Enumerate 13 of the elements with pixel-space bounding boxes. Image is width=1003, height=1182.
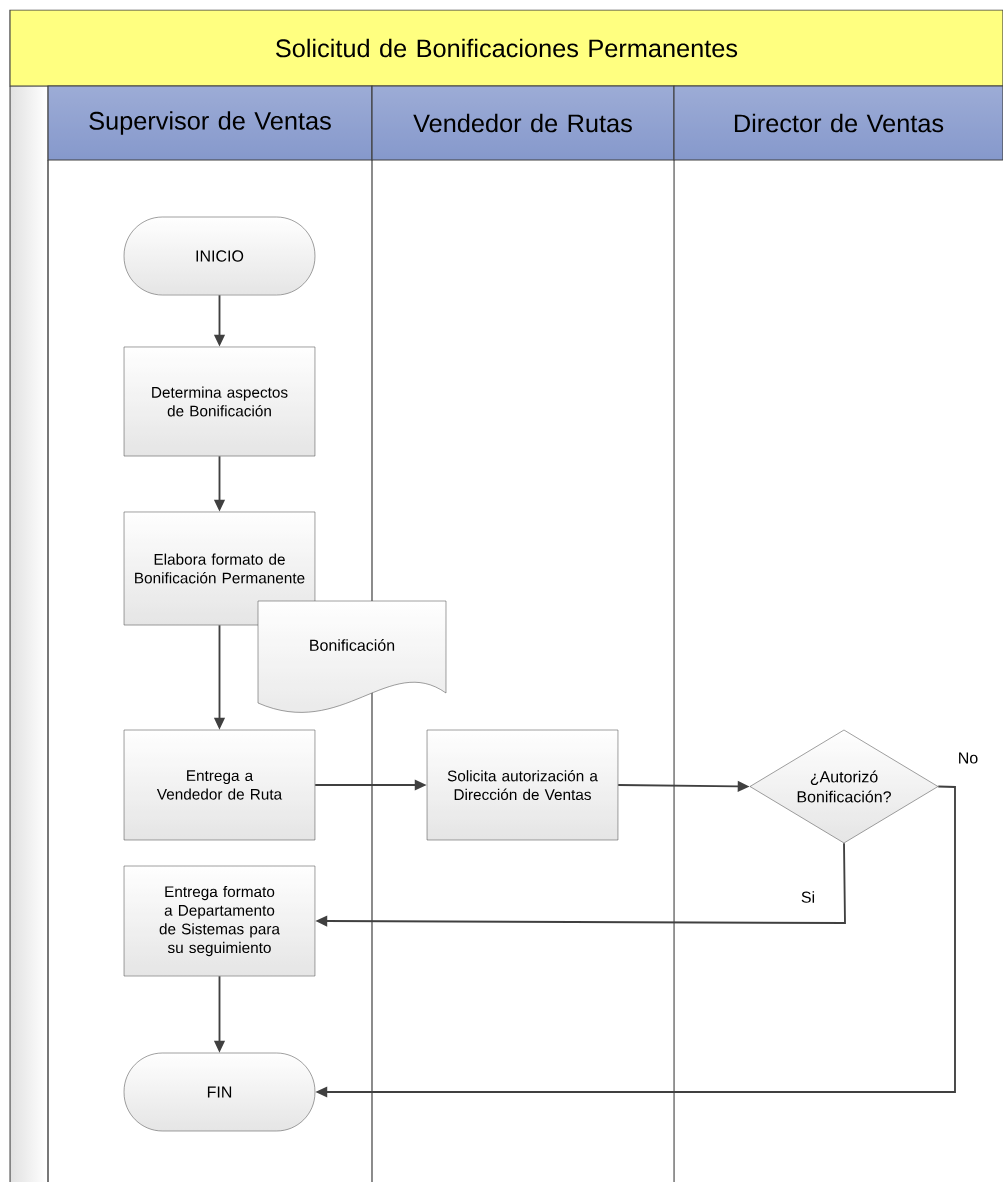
- process-box: Solicita autorización a Dirección de Ventas: [426, 729, 619, 841]
- pool-title-band: Solicitud de Bonificaciones Permanentes: [9, 9, 1003, 87]
- lane-header: Supervisor de Ventas: [47, 85, 373, 161]
- process-box: Determina aspectos de Bonificación: [123, 346, 316, 457]
- edge-label: No: [959, 752, 978, 764]
- terminator: INICIO: [123, 216, 316, 296]
- process-box: Entrega formato a Departamento de Sistemas para su seguimiento: [123, 865, 316, 977]
- process-box: Elabora formato de Bonificación Permanente: [123, 511, 316, 626]
- process-box: Entrega a Vendedor de Ruta: [123, 729, 316, 841]
- lane-header: Director de Ventas: [673, 85, 1003, 161]
- terminator: FIN: [123, 1052, 316, 1132]
- lane-header: Vendedor de Rutas: [371, 85, 675, 161]
- edge-label: Si: [801, 891, 814, 903]
